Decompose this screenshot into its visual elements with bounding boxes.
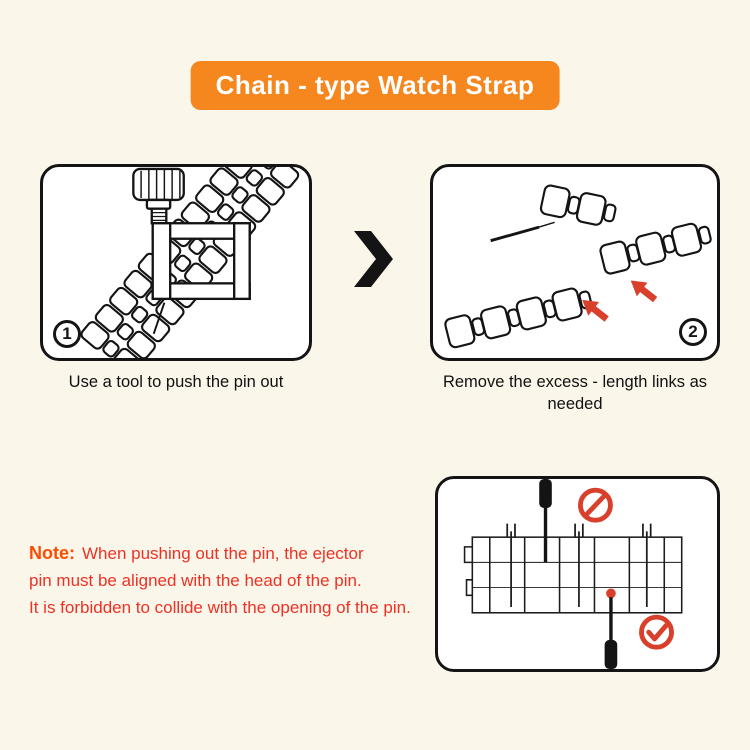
red-arrow-icon	[630, 280, 658, 303]
step2-caption: Remove the excess - length links as need…	[442, 373, 708, 414]
check-icon	[639, 614, 674, 650]
pushed-out-pin	[152, 302, 166, 335]
step2-number-badge: 2	[679, 318, 707, 346]
band-segment-right	[598, 218, 715, 276]
step1-illustration	[78, 167, 302, 358]
note-label: Note:	[29, 543, 75, 563]
note-line2: pin must be aligned with the head of the…	[29, 571, 362, 590]
ejector-pin-top	[539, 479, 552, 563]
step1-caption: Use a tool to push the pin out	[68, 373, 284, 391]
step2-illustration	[443, 183, 715, 350]
note-block: Note: When pushing out the pin, the eject…	[29, 540, 459, 621]
note-line1: When pushing out the pin, the ejector	[82, 544, 364, 563]
note-line3: It is forbidden to collide with the open…	[29, 598, 411, 617]
pin-alignment-panel	[435, 476, 720, 672]
link-remover-tool	[132, 167, 251, 335]
step1-panel: 1	[40, 164, 312, 361]
step1-number-badge: 1	[53, 320, 81, 348]
next-step-arrow-icon	[354, 231, 393, 287]
pin-alignment-illustration	[463, 479, 683, 669]
page-title: Chain - type Watch Strap	[190, 61, 560, 110]
pin-bottom	[604, 588, 618, 669]
loose-pin	[490, 221, 555, 243]
fork-pins	[506, 523, 652, 607]
watch-band	[78, 167, 302, 358]
band-cross-section	[463, 523, 683, 614]
step2-panel: 2	[430, 164, 720, 361]
band-segment-top	[538, 183, 619, 230]
prohibition-icon	[577, 487, 613, 523]
band-segment-bottom	[443, 283, 595, 350]
red-arrow-icon	[582, 299, 609, 322]
